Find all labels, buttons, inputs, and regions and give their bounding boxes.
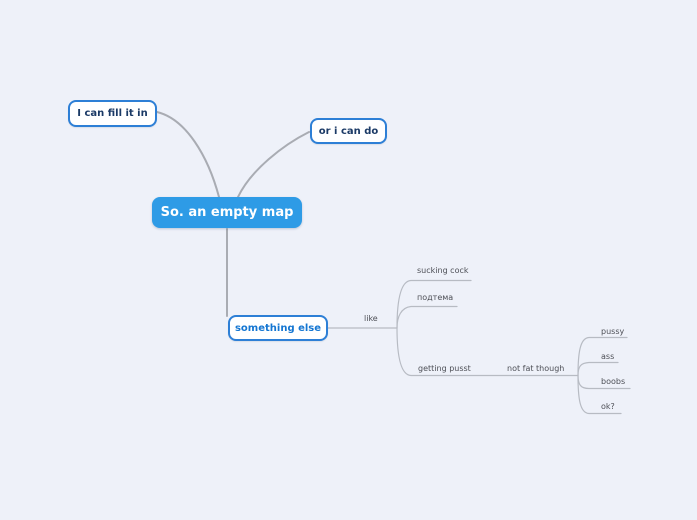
- node-ass[interactable]: ass: [601, 352, 615, 361]
- node-boobs[interactable]: boobs: [601, 377, 626, 386]
- connector-like-to-sucking-cock: [396, 279, 472, 329]
- connector-root-to-or-i-can-do: [237, 131, 310, 198]
- node-ok[interactable]: ok?: [601, 402, 615, 411]
- node-pussy[interactable]: pussy: [601, 327, 625, 336]
- connector-not-fat-though-to-ass: [577, 361, 619, 377]
- node-sucking-cock[interactable]: sucking cock: [417, 266, 469, 275]
- node-something-else[interactable]: something else: [228, 315, 328, 341]
- connector-like-to-podtema: [396, 305, 458, 329]
- node-or-i-can-do[interactable]: or i can do: [310, 118, 387, 144]
- node-root[interactable]: So. an empty map: [152, 197, 302, 228]
- node-label: I can fill it in: [77, 108, 148, 119]
- node-not-fat-though[interactable]: not fat though: [507, 364, 565, 373]
- node-label: something else: [234, 322, 322, 334]
- node-i-can-fill-it-in[interactable]: I can fill it in: [68, 100, 157, 127]
- connector-root-to-i-can-fill-it-in: [156, 111, 220, 198]
- node-label: or i can do: [318, 125, 379, 137]
- node-root-label: So. an empty map: [160, 205, 294, 220]
- node-like[interactable]: like: [364, 314, 378, 323]
- node-getting-pusst[interactable]: getting pusst: [418, 364, 471, 373]
- node-podtema[interactable]: подтема: [417, 293, 454, 302]
